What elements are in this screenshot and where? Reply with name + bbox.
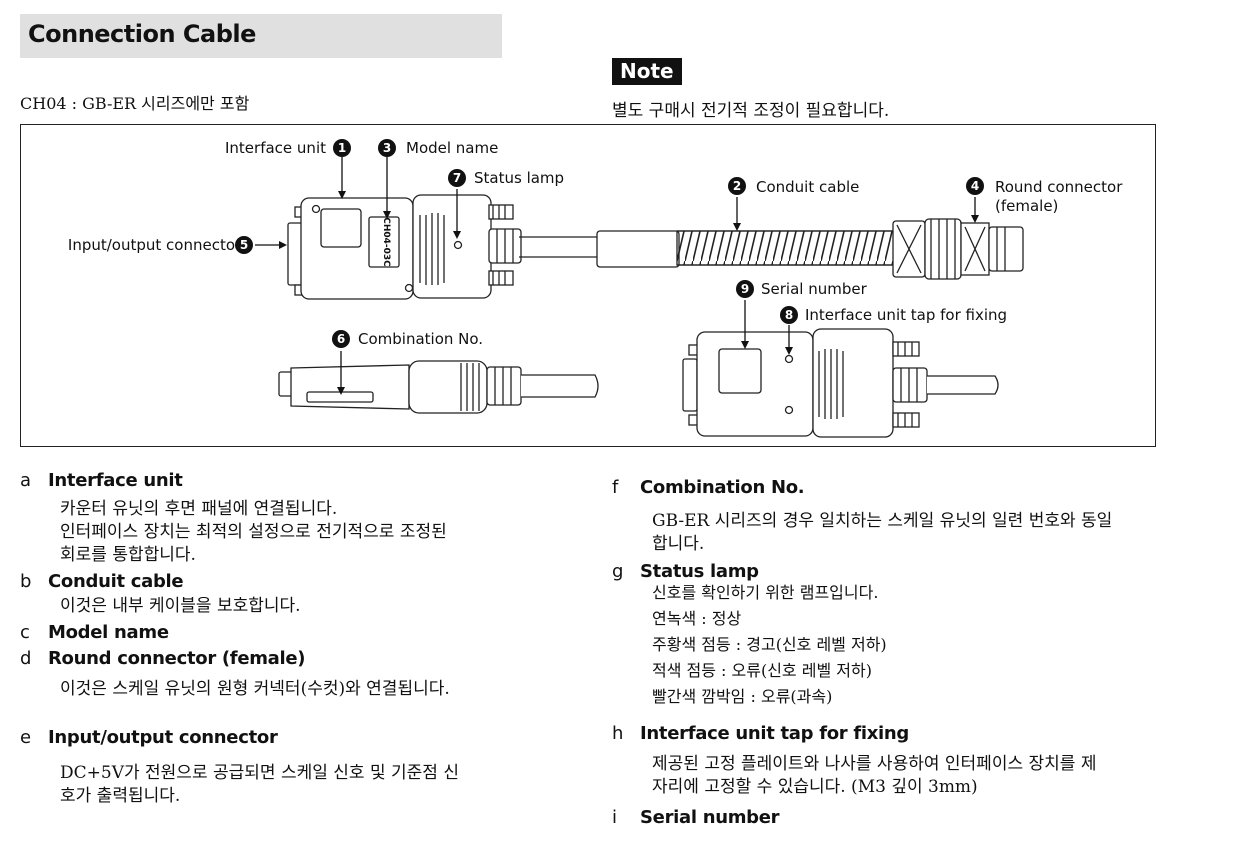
body-line: 제공된 고정 플레이트와 나사를 사용하여 인터페이스 장치를 제 xyxy=(652,754,1097,774)
body-line: 이것은 내부 케이블을 보호합니다. xyxy=(60,596,301,616)
callout-6-number: 6 xyxy=(337,332,345,346)
section-letter: c xyxy=(20,622,30,643)
callout-4-label: Round connector xyxy=(995,178,1123,196)
callout-4-label-line2: (female) xyxy=(995,197,1058,215)
callout-9-badge xyxy=(736,280,754,298)
callout-3-number: 3 xyxy=(383,141,391,155)
section-title: Input/output connector xyxy=(48,727,278,748)
callout-7-number: 7 xyxy=(453,171,461,185)
section-letter: e xyxy=(20,727,31,748)
callout-4-number: 4 xyxy=(971,179,979,193)
section-interface-unit: a Interface unit xyxy=(20,470,183,491)
section-title: Status lamp xyxy=(640,561,759,582)
section-io-connector: e Input/output connector xyxy=(20,727,278,748)
note-badge: Note xyxy=(612,58,682,85)
body-line: GB-ER 시리즈의 경우 일치하는 스케일 유닛의 일련 번호와 동일 xyxy=(652,511,1113,531)
callout-8-label: Interface unit tap for fixing xyxy=(805,306,1007,324)
section-status-lamp-body: 신호를 확인하기 위한 램프입니다. 연녹색 : 정상 주황색 점등 : 경고(… xyxy=(652,580,887,710)
callout-3-badge xyxy=(378,139,396,157)
body-line: 카운터 유닛의 후면 패널에 연결됩니다. xyxy=(60,499,338,519)
rear-view-connector xyxy=(682,328,999,438)
section-serial-number: i Serial number xyxy=(612,807,780,828)
callout-1-badge xyxy=(333,139,351,157)
section-round-connector: d Round connector (female) xyxy=(20,648,306,669)
section-letter: a xyxy=(20,470,31,491)
section-letter: g xyxy=(612,561,624,582)
callout-5-label: Input/output connecto xyxy=(68,236,235,254)
body-line: 신호를 확인하기 위한 램프입니다. xyxy=(652,583,879,602)
section-title: Model name xyxy=(48,622,169,643)
section-title: Interface unit tap for fixing xyxy=(640,723,910,744)
cable-diagram: CH04-03C xyxy=(20,124,1156,447)
round-connector xyxy=(892,218,1024,280)
callout-4-badge xyxy=(966,177,984,195)
section-conduit-cable: b Conduit cable xyxy=(20,571,184,592)
callout-2-badge xyxy=(728,177,746,195)
section-letter: f xyxy=(612,477,619,498)
callout-3-label: Model name xyxy=(406,139,498,157)
callout-7-badge xyxy=(448,169,466,187)
body-line: 합니다. xyxy=(652,534,705,554)
callout-5-number: 5 xyxy=(240,238,248,252)
section-combination-no: f Combination No. xyxy=(612,477,805,498)
callout-6-badge xyxy=(332,330,350,348)
callout-6-label: Combination No. xyxy=(358,330,483,348)
main-connector xyxy=(287,194,599,300)
body-line: 자리에 고정할 수 있습니다. (M3 깊이 3mm) xyxy=(652,777,978,797)
callout-2-number: 2 xyxy=(733,179,741,193)
section-model-name: c Model name xyxy=(20,622,169,643)
callout-8-number: 8 xyxy=(785,308,793,322)
callout-1-number: 1 xyxy=(338,141,346,155)
section-title: Round connector (female) xyxy=(48,648,306,669)
subtitle: CH04 : GB-ER 시리즈에만 포함 xyxy=(20,94,250,113)
body-line: 이것은 스케일 유닛의 원형 커넥터(수컷)와 연결됩니다. xyxy=(60,679,450,699)
callout-7-label: Status lamp xyxy=(474,169,564,187)
section-io-connector-body: DC+5V가 전원으로 공급되면 스케일 신호 및 기준점 신 호가 출력됩니다… xyxy=(60,762,459,808)
body-line: 빨간색 깜박임 : 오류(과속) xyxy=(652,687,833,706)
callout-2-label: Conduit cable xyxy=(756,178,859,196)
section-letter: h xyxy=(612,723,624,744)
section-letter: i xyxy=(612,807,617,828)
section-status-lamp: g Status lamp xyxy=(612,561,759,582)
body-line: DC+5V가 전원으로 공급되면 스케일 신호 및 기준점 신 xyxy=(60,763,459,783)
title-bar xyxy=(20,14,502,58)
conduit-cable xyxy=(596,230,896,268)
section-fixing-tap: h Interface unit tap for fixing xyxy=(612,723,909,744)
body-line: 호가 출력됩니다. xyxy=(60,786,181,806)
section-title: Serial number xyxy=(640,807,780,828)
callout-5-badge xyxy=(235,236,253,254)
body-line: 적색 점등 : 오류(신호 레벨 저하) xyxy=(652,661,872,680)
section-title: Combination No. xyxy=(640,477,805,498)
page-title: Connection Cable xyxy=(28,20,256,48)
body-line: 인터페이스 장치는 최적의 설정으로 전기적으로 조정된 xyxy=(60,522,447,542)
callout-9-label: Serial number xyxy=(761,280,868,298)
body-line: 연녹색 : 정상 xyxy=(652,609,742,628)
section-title: Interface unit xyxy=(48,470,183,491)
body-line: 회로를 통합합니다. xyxy=(60,545,196,565)
section-conduit-cable-body: 이것은 내부 케이블을 보호합니다. xyxy=(60,595,301,618)
callout-8-badge xyxy=(780,306,798,324)
callout-1-label: Interface unit xyxy=(225,139,326,157)
callout-9-number: 9 xyxy=(741,282,749,296)
section-letter: d xyxy=(20,648,32,669)
section-interface-unit-body: 카운터 유닛의 후면 패널에 연결됩니다. 인터페이스 장치는 최적의 설정으로… xyxy=(60,498,447,567)
section-combination-no-body: GB-ER 시리즈의 경우 일치하는 스케일 유닛의 일련 번호와 동일 합니다… xyxy=(652,510,1112,556)
model-code-label: CH04-03C xyxy=(381,217,391,267)
side-view-connector xyxy=(278,360,599,414)
section-round-connector-body: 이것은 스케일 유닛의 원형 커넥터(수컷)와 연결됩니다. xyxy=(60,678,450,701)
body-line: 주황색 점등 : 경고(신호 레벨 저하) xyxy=(652,635,887,654)
section-letter: b xyxy=(20,571,32,592)
note-text: 별도 구매시 전기적 조정이 필요합니다. xyxy=(612,101,890,121)
section-fixing-tap-body: 제공된 고정 플레이트와 나사를 사용하여 인터페이스 장치를 제 자리에 고정… xyxy=(652,753,1096,799)
section-title: Conduit cable xyxy=(48,571,184,592)
